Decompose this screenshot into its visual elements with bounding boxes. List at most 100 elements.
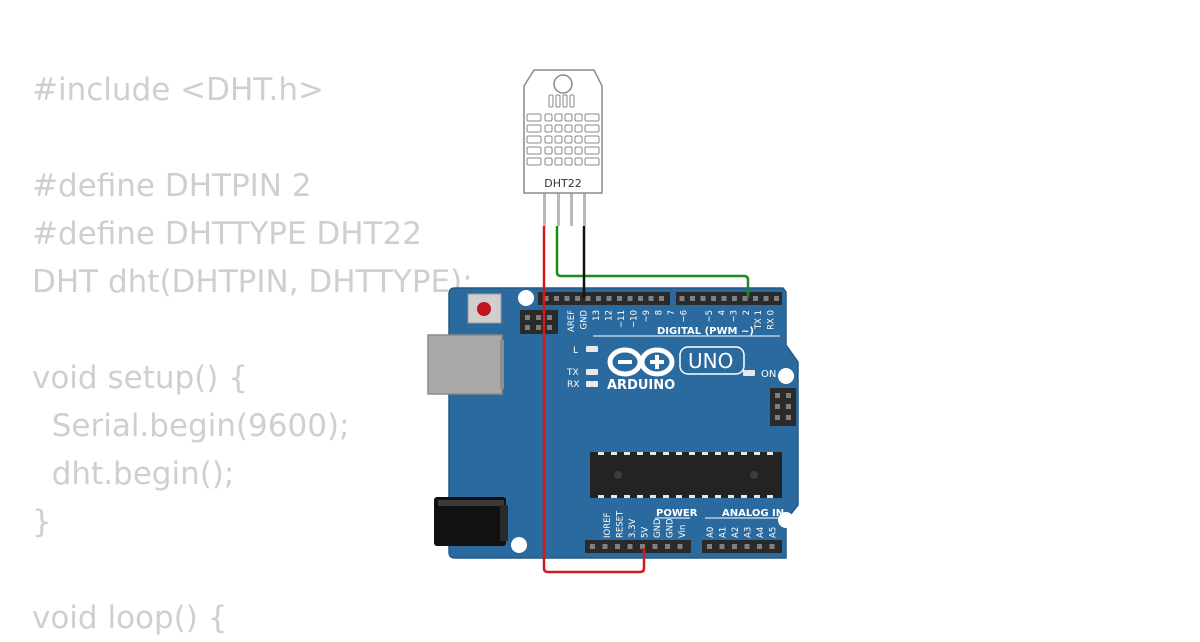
header-pin[interactable] xyxy=(606,296,612,301)
sensor-vent xyxy=(584,135,600,144)
led-on xyxy=(743,370,755,376)
arduino-brand-label: ARDUINO xyxy=(607,378,675,393)
header-pin[interactable] xyxy=(640,544,645,549)
code-listing: #include <DHT.h> #define DHTPIN 2#define… xyxy=(32,66,473,642)
header-pin[interactable] xyxy=(602,544,608,549)
led-l-label: L xyxy=(573,346,578,356)
header-pin[interactable] xyxy=(721,296,727,301)
code-line: #define DHTPIN 2 xyxy=(32,168,312,204)
top-pin-label: 8 xyxy=(655,310,665,315)
header-pin[interactable] xyxy=(690,296,695,301)
header-pin[interactable] xyxy=(659,296,664,301)
header-pin[interactable] xyxy=(596,296,601,301)
header-pin[interactable] xyxy=(707,544,712,549)
analog-pin-label: A5 xyxy=(769,527,779,538)
sensor-vent xyxy=(548,94,554,108)
power-pin-label: Vin xyxy=(678,525,688,538)
header-pin[interactable] xyxy=(575,296,580,301)
header-pin[interactable] xyxy=(554,296,559,301)
sensor-vent xyxy=(544,124,553,133)
mount-hole xyxy=(518,290,534,306)
top-pin-label: TX 1 xyxy=(754,310,764,330)
sensor-vent xyxy=(554,146,563,155)
header-pin[interactable] xyxy=(679,296,685,301)
header-pin[interactable] xyxy=(774,296,779,301)
chip-pin xyxy=(767,452,773,455)
top-pin-label: ~9 xyxy=(642,310,652,323)
header-pin[interactable] xyxy=(719,544,725,549)
sensor-vent xyxy=(544,157,553,166)
sensor-vent xyxy=(544,146,553,155)
header-pin[interactable] xyxy=(744,544,750,549)
power-pin-label: 3.3V xyxy=(628,518,638,538)
header-pin[interactable] xyxy=(732,544,737,549)
sensor-vent xyxy=(562,94,568,108)
arduino-logo-icon xyxy=(607,347,675,377)
header-pin[interactable] xyxy=(665,544,670,549)
sensor-vent xyxy=(584,113,600,122)
analog-pin-label: A3 xyxy=(744,527,754,538)
header-pin[interactable] xyxy=(648,296,654,301)
top-pin-label: 12 xyxy=(605,310,615,321)
top-pin-label: ~11 xyxy=(617,310,627,328)
top-pin-label: 13 xyxy=(592,310,602,321)
sensor-vent xyxy=(584,124,600,133)
header-pin[interactable] xyxy=(763,296,769,301)
header-pin[interactable] xyxy=(615,544,620,549)
sensor-label: DHT22 xyxy=(544,177,581,190)
uno-badge xyxy=(679,346,745,375)
header-pin[interactable] xyxy=(677,544,683,549)
header-pin[interactable] xyxy=(543,296,549,301)
header-pin[interactable] xyxy=(757,544,762,549)
header-pin[interactable] xyxy=(711,296,716,301)
header-pin[interactable] xyxy=(769,544,775,549)
atmega-chip xyxy=(590,452,782,498)
chip-pin xyxy=(650,495,656,498)
sensor-vent xyxy=(554,113,563,122)
header-pin[interactable] xyxy=(627,296,633,301)
chip-pin xyxy=(741,452,747,455)
led-rx xyxy=(586,381,598,387)
mount-hole xyxy=(778,368,794,384)
sensor-vent xyxy=(544,135,553,144)
code-line: Serial.begin(9600); xyxy=(32,408,350,444)
chip-pin xyxy=(754,495,760,498)
chip-pin xyxy=(767,495,773,498)
chip-pin xyxy=(598,495,604,498)
chip-pin xyxy=(663,495,669,498)
chip-pin xyxy=(624,495,630,498)
chip-pin xyxy=(715,452,721,455)
code-line: dht.begin(); xyxy=(32,456,235,492)
sensor-vent xyxy=(554,157,563,166)
chip-pin xyxy=(728,452,734,455)
sensor-vent xyxy=(564,157,573,166)
header-pin[interactable] xyxy=(590,544,595,549)
header-pin[interactable] xyxy=(652,544,658,549)
header-pin[interactable] xyxy=(585,296,591,301)
header-pin[interactable] xyxy=(753,296,758,301)
chip-pin xyxy=(650,452,656,455)
header-pin[interactable] xyxy=(564,296,570,301)
code-line: #define DHTTYPE DHT22 xyxy=(32,216,422,252)
sensor-vent xyxy=(526,146,542,155)
header-pin[interactable] xyxy=(732,296,737,301)
reset-button[interactable] xyxy=(467,293,502,324)
mount-hole xyxy=(778,512,794,528)
power-header-label: POWER xyxy=(656,508,698,519)
sensor-vent xyxy=(574,124,583,133)
header-pin[interactable] xyxy=(742,296,748,301)
analog-pin-label: A1 xyxy=(719,527,729,538)
chip-pin xyxy=(676,495,682,498)
icsp-header-right xyxy=(770,388,796,426)
header-pin[interactable] xyxy=(638,296,643,301)
chip-pin xyxy=(728,495,734,498)
top-pin-label: RX 0 xyxy=(767,310,777,330)
header-pin[interactable] xyxy=(700,296,706,301)
header-pin[interactable] xyxy=(617,296,622,301)
usb-connector xyxy=(427,334,503,395)
chip-pin xyxy=(611,452,617,455)
header-pin[interactable] xyxy=(627,544,633,549)
mount-hole xyxy=(511,537,527,553)
dc-power-jack xyxy=(434,497,508,546)
